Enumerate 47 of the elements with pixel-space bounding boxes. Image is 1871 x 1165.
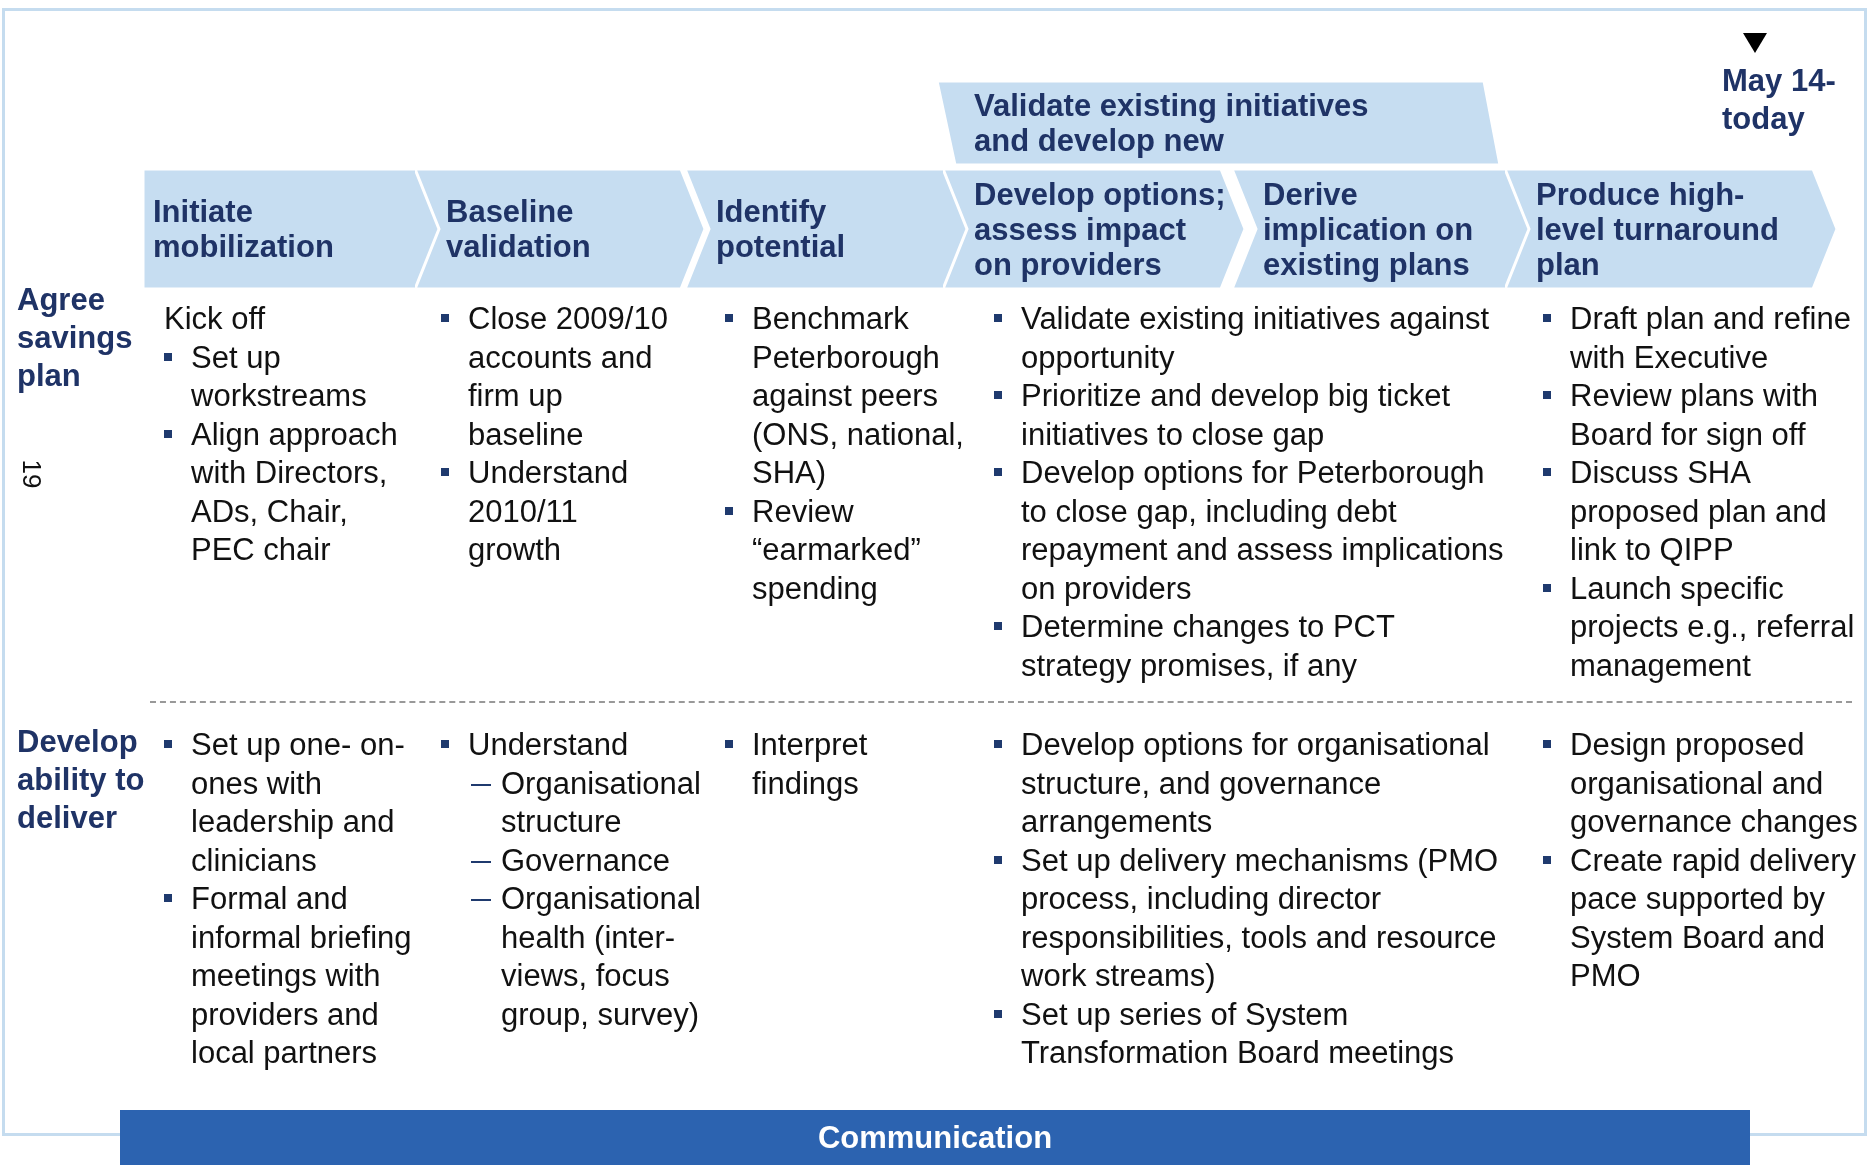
phase-header — [943, 169, 1245, 289]
phase-header — [937, 81, 1500, 165]
bar-title: Communication — [817, 1120, 1053, 1155]
row-heading: Agree savings plan — [17, 281, 134, 395]
bullet-text: Interpret findings — [752, 726, 869, 803]
bullet-text: Develop options for organisational structure, and governance arrangements — [1021, 726, 1491, 841]
bullet-text: Governance — [501, 841, 671, 880]
phase-title: Develop options; assess impact on providers — [974, 176, 1227, 282]
phase-header — [143, 169, 440, 289]
bullet-text: Prioritize and develop big ticket initiatives to close gap — [1021, 377, 1452, 454]
bullet-text: Launch specific projects e.g., referral management — [1570, 569, 1856, 685]
row-heading: Develop ability to deliver — [17, 723, 146, 837]
page-number: 19 — [18, 459, 47, 489]
bullet-text: Set up delivery mechanisms (PMO process, including director responsibilities, tools and resource work streams) — [1021, 841, 1500, 995]
bullet-text: Understand 2010/11 growth — [468, 454, 630, 569]
bullet-text: Kick off — [164, 300, 267, 338]
phase-header — [685, 169, 968, 289]
bullet-text: Draft plan and refine with Executive — [1570, 300, 1852, 377]
bullet-text: Develop options for Peterborough to close gap, including debt repayment and assess implications on providers — [1021, 454, 1505, 608]
phase-header — [415, 169, 705, 289]
date-label: May 14- today — [1722, 62, 1837, 138]
bullet-text: Set up workstreams — [191, 338, 368, 415]
bullet-text: Close 2009/10 accounts and firm up baseline — [468, 300, 669, 454]
bullet-text: Create rapid delivery pace supported by System Board and PMO — [1570, 841, 1858, 995]
phase-header — [1232, 169, 1530, 289]
bullet-text: Organisational structure — [501, 764, 702, 841]
phase-title: Initiate mobilization — [153, 194, 335, 264]
phase-title: Validate existing initiatives and develop new — [974, 88, 1370, 158]
bullet-text: Set up one- on- ones with leadership and clinicians — [191, 726, 406, 880]
bullet-text: Design proposed organisational and governance changes — [1570, 726, 1859, 841]
bullet-text: Validate existing initiatives against opportunity — [1021, 300, 1491, 377]
phase-title: Identify potential — [716, 194, 847, 264]
communication-bar — [120, 1110, 1750, 1165]
phase-title: Produce high- level turnaround plan — [1536, 176, 1780, 282]
bullet-text: Align approach with Directors, ADs, Chair, PEC chair — [191, 415, 399, 569]
phase-title: Baseline validation — [446, 194, 592, 264]
bullet-text: Discuss SHA proposed plan and link to QIPP — [1570, 454, 1828, 569]
bullet-text: Review plans with Board for sign off — [1570, 377, 1820, 454]
bullet-text: Set up series of System Transformation Board meetings — [1021, 995, 1456, 1072]
bullet-text: Determine changes to PCT strategy promises, if any — [1021, 608, 1396, 685]
bullet-text: Formal and informal briefing meetings with providers and local partners — [191, 880, 413, 1072]
bullet-text: Benchmark Peterborough against peers (ONS, national, SHA) — [752, 300, 965, 492]
phase-title: Derive implication on existing plans — [1263, 176, 1475, 282]
phase-header — [1505, 169, 1837, 289]
bullet-text: Organisational health (inter- views, focus group, survey) — [501, 880, 702, 1034]
bullet-text: Review “earmarked” spending — [752, 492, 922, 608]
bullet-text: Understand — [468, 726, 630, 764]
